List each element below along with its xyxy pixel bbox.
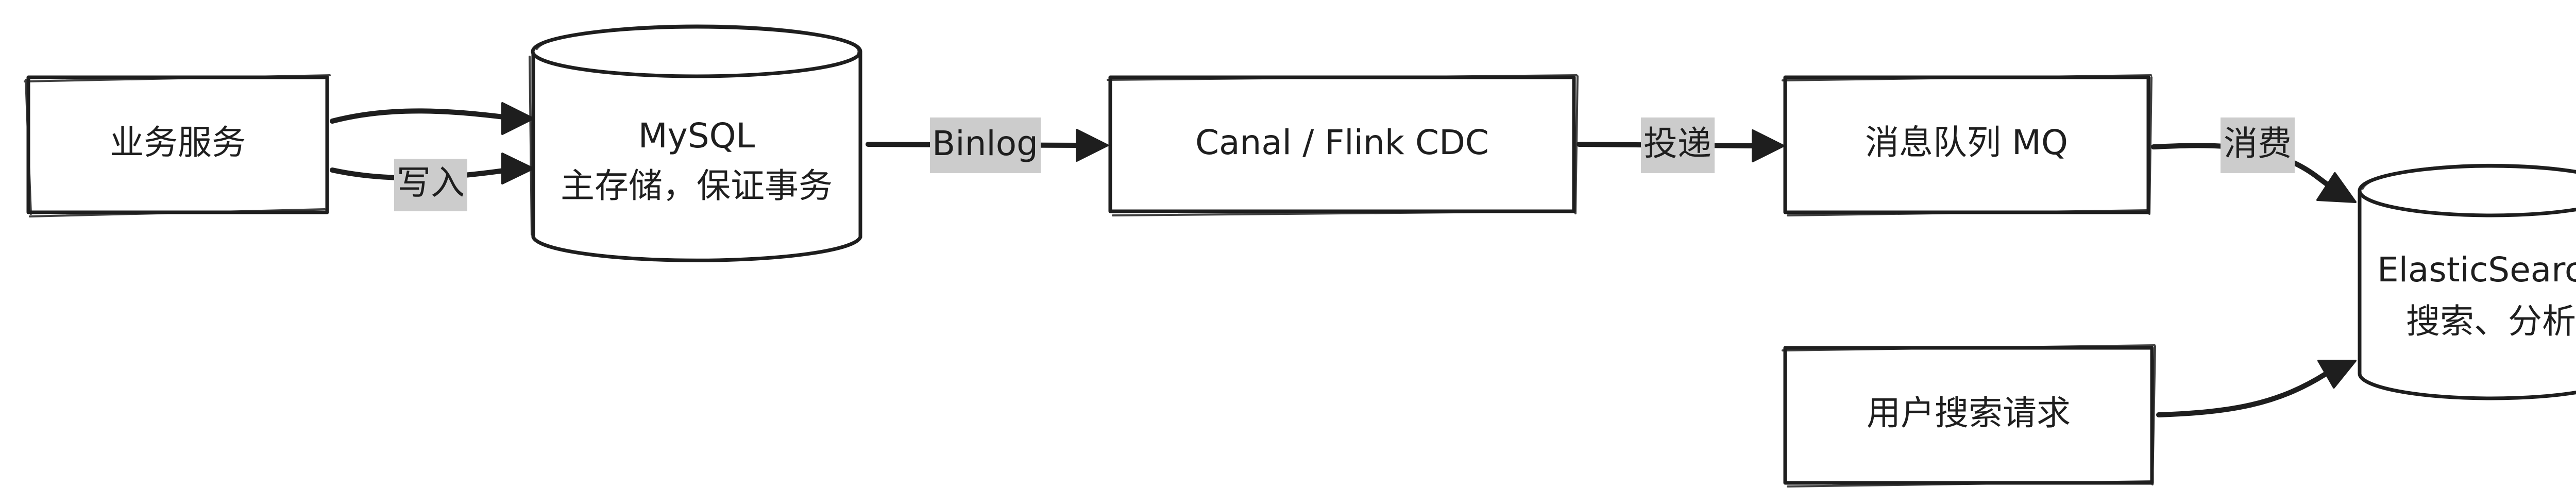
node-label-mysql-name: MySQL [638, 116, 755, 156]
edge-label-write: 写入 [397, 163, 465, 203]
node-message-queue[interactable]: 消息队列 MQ [1782, 74, 2153, 216]
arrowhead-icon [2317, 360, 2357, 389]
node-mysql[interactable]: MySQL 主存储，保证事务 [529, 24, 862, 262]
node-user-search-request[interactable]: 用户搜索请求 [1782, 344, 2156, 488]
node-label-es-name: ElasticSearch [2377, 250, 2576, 290]
arrowhead-icon [2316, 172, 2357, 203]
node-label-user-search: 用户搜索请求 [1867, 393, 2071, 433]
edge-label-bg-binlog [930, 117, 1041, 173]
node-label-canal: Canal / Flink CDC [1195, 123, 1489, 162]
node-label-es-desc: 搜索、分析 [2406, 301, 2576, 341]
edge-canal-to-mq: 投递 [1577, 117, 1785, 173]
edge-label-bg-write [394, 159, 467, 211]
edge-label-binlog: Binlog [932, 124, 1038, 163]
edge-label-bg-deliver [1641, 117, 1715, 173]
arrowhead-icon [1752, 129, 1785, 162]
arrowhead-icon [501, 153, 534, 184]
edge-label-consume: 消费 [2224, 124, 2292, 163]
node-elasticsearch[interactable]: ElasticSearch 搜索、分析 [2358, 163, 2576, 400]
edge-user-to-es [2156, 360, 2357, 417]
arrowhead-icon [501, 102, 534, 135]
edge-label-deliver: 投递 [1643, 124, 1711, 163]
node-label-mq: 消息队列 MQ [1865, 123, 2068, 162]
edge-business-to-mysql-write: 写入 [330, 153, 534, 211]
edge-business-to-mysql-top [330, 102, 534, 135]
node-business-service[interactable]: 业务服务 [24, 74, 331, 217]
node-canal-flink-cdc[interactable]: Canal / Flink CDC [1107, 74, 1579, 216]
edge-mysql-to-canal: Binlog [866, 117, 1109, 173]
edge-mq-to-es: 消费 [2151, 117, 2357, 203]
arrowhead-icon [1076, 129, 1109, 162]
node-label-business-service: 业务服务 [110, 123, 246, 162]
edge-label-bg-consume [2221, 117, 2295, 173]
node-label-mysql-desc: 主存储，保证事务 [561, 166, 833, 206]
